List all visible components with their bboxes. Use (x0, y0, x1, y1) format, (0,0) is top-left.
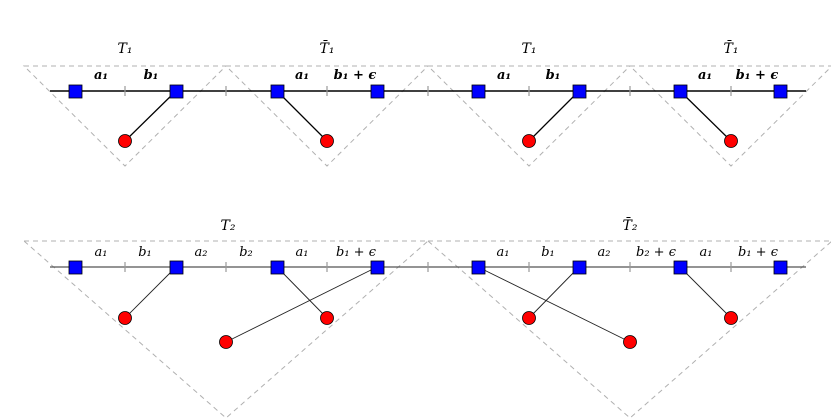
row1-label: a₁ (698, 68, 712, 83)
row1-title-1: T₁ (118, 41, 133, 57)
connector (477, 266, 631, 343)
row2-label: b₂ + ϵ (636, 245, 677, 260)
row2-label: b₂ (239, 245, 253, 260)
row1-label: b₁ + ϵ (334, 68, 377, 83)
row1: T₁ T̄₁ T₁ T̄₁ a₁ b₁ a₁ b₁ + ϵ a₁ b₁ a₁ b… (22, 39, 831, 167)
node-square (471, 260, 486, 275)
row2-label: b₁ + ϵ (336, 245, 377, 260)
row1-title-2: T̄₁ (320, 39, 335, 57)
row2-label: a₂ (598, 245, 611, 260)
row1-triangles (22, 65, 831, 167)
node-circle (118, 311, 132, 325)
row1-triangle-3 (426, 65, 632, 167)
row2-label: b₁ (541, 245, 555, 260)
row1-squares (68, 84, 788, 99)
row1-circles (118, 134, 738, 148)
row2-label: b₁ + ϵ (738, 245, 779, 260)
row2-label: a₂ (195, 245, 208, 260)
node-circle (522, 311, 536, 325)
node-square (169, 84, 184, 99)
node-square (169, 260, 184, 275)
row2-title-2: T̄₂ (623, 216, 638, 234)
row1-label: a₁ (94, 68, 108, 83)
row2-ticks (124, 262, 732, 272)
node-circle (118, 134, 132, 148)
node-square (68, 260, 83, 275)
node-circle (724, 311, 738, 325)
node-square (471, 84, 486, 99)
row1-triangle-4 (628, 65, 831, 167)
connector (528, 266, 580, 319)
connector (225, 266, 378, 343)
row2-label: a₁ (296, 245, 309, 260)
connector (679, 90, 732, 142)
row1-triangle-1 (22, 65, 228, 167)
row1-label: a₁ (295, 68, 309, 83)
node-square (572, 260, 587, 275)
node-square (572, 84, 587, 99)
row1-title-3: T₁ (522, 41, 537, 57)
row1-ticks (124, 86, 732, 96)
node-square (370, 84, 385, 99)
node-square (773, 260, 788, 275)
node-square (773, 84, 788, 99)
connector (528, 90, 580, 142)
row1-label: a₁ (497, 68, 511, 83)
connector (276, 90, 328, 142)
row2-squares (68, 260, 788, 275)
row2-label: b₁ (138, 245, 152, 260)
row1-title-4: T̄₁ (724, 39, 739, 57)
node-circle (724, 134, 738, 148)
node-square (673, 84, 688, 99)
node-square (68, 84, 83, 99)
row1-triangle-2 (224, 65, 430, 167)
row1-label: b₁ + ϵ (736, 68, 779, 83)
node-square (370, 260, 385, 275)
node-square (270, 260, 285, 275)
row2-triangles (22, 240, 831, 419)
row1-connectors (124, 90, 732, 142)
node-square (673, 260, 688, 275)
connector (124, 266, 177, 319)
row2-triangle-2 (426, 240, 831, 419)
node-circle (320, 134, 334, 148)
row2-connectors (124, 266, 732, 343)
row1-label: b₁ (546, 68, 561, 83)
node-circle (320, 311, 334, 325)
row2-circles (118, 311, 738, 349)
connector (276, 266, 328, 319)
row2-label: a₁ (700, 245, 713, 260)
row1-label: b₁ (144, 68, 159, 83)
node-circle (219, 335, 233, 349)
row2-label: a₁ (497, 245, 510, 260)
connector (679, 266, 732, 319)
node-square (270, 84, 285, 99)
node-circle (522, 134, 536, 148)
node-circle (623, 335, 637, 349)
connector (124, 90, 177, 142)
row2-title-1: T₂ (221, 218, 236, 234)
row2: T₂ T̄₂ a₁ b₁ a₂ b₂ a₁ b₁ + ϵ a₁ b₁ a₂ b₂… (22, 216, 831, 419)
row2-triangle-1 (22, 240, 430, 419)
row2-label: a₁ (95, 245, 108, 260)
